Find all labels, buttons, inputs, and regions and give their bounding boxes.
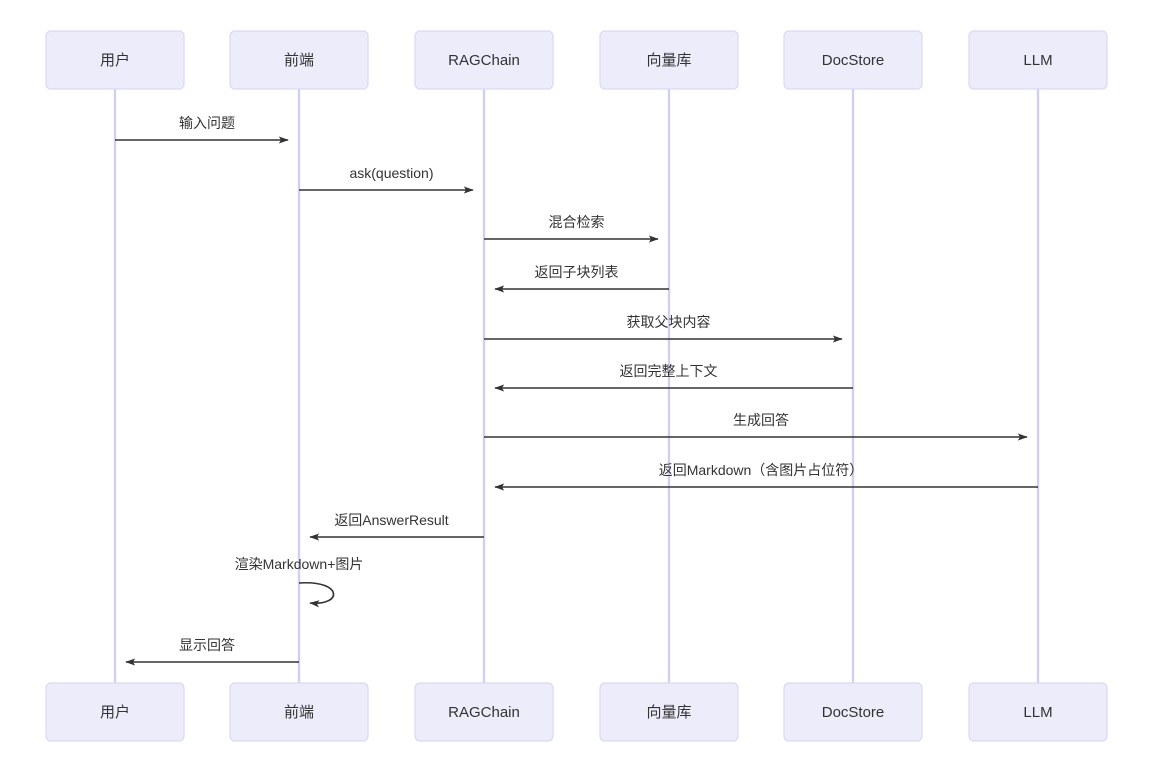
actor-box	[599, 682, 739, 742]
actor-frontend-top[interactable]: 前端	[229, 30, 369, 90]
message-m1[interactable]: 输入问题	[115, 115, 289, 144]
actor-box	[414, 30, 554, 90]
actor-box	[968, 30, 1108, 90]
message-label: ask(question)	[349, 165, 433, 181]
message-label: 返回完整上下文	[620, 363, 718, 379]
actor-box	[783, 682, 923, 742]
actor-vectordb-top[interactable]: 向量库	[599, 30, 739, 90]
message-label: 输入问题	[179, 115, 235, 131]
lifelines-layer	[113, 89, 1040, 683]
actor-ragchain-bottom[interactable]: RAGChain	[414, 682, 554, 742]
actor-box	[229, 30, 369, 90]
actor-label: RAGChain	[448, 704, 520, 721]
message-m2[interactable]: ask(question)	[299, 165, 474, 194]
actor-label: 前端	[284, 52, 314, 69]
actor-label: 用户	[100, 704, 130, 721]
self-message-arrow	[298, 582, 335, 608]
actor-ragchain-top[interactable]: RAGChain	[414, 30, 554, 90]
message-label: 返回子块列表	[535, 264, 619, 280]
actor-llm-top[interactable]: LLM	[968, 30, 1108, 90]
actors-layer: 用户用户前端前端RAGChainRAGChain向量库向量库DocStoreDo…	[45, 30, 1108, 742]
actor-label: 用户	[100, 52, 130, 69]
actor-label: DocStore	[822, 704, 885, 721]
message-m9[interactable]: 返回AnswerResult	[309, 512, 484, 541]
actor-box	[45, 682, 185, 742]
messages-layer: 输入问题 ask(question) 混合检索返回子块列表获取父块内容返回完整上下文…	[115, 115, 1038, 666]
message-m3[interactable]: 混合检索	[484, 214, 659, 243]
actor-box	[229, 682, 369, 742]
message-m7[interactable]: 生成回答	[484, 412, 1028, 441]
actor-llm-bottom[interactable]: LLM	[968, 682, 1108, 742]
message-label: 返回AnswerResult	[334, 512, 448, 528]
actor-label: LLM	[1023, 52, 1052, 69]
actor-box	[599, 30, 739, 90]
message-m4[interactable]: 返回子块列表	[494, 264, 669, 293]
message-m6[interactable]: 返回完整上下文	[494, 363, 853, 392]
message-label: 生成回答	[733, 412, 789, 428]
actor-label: LLM	[1023, 704, 1052, 721]
actor-docstore-bottom[interactable]: DocStore	[783, 682, 923, 742]
message-label: 渲染Markdown+图片	[235, 556, 364, 572]
actor-frontend-bottom[interactable]: 前端	[229, 682, 369, 742]
actor-user-bottom[interactable]: 用户	[45, 682, 185, 742]
message-label: 混合检索	[549, 214, 605, 230]
message-m10[interactable]: 渲染Markdown+图片	[235, 556, 364, 608]
actor-box	[783, 30, 923, 90]
message-label: 显示回答	[179, 637, 235, 653]
message-label: 返回Markdown（含图片占位符）	[659, 462, 864, 478]
message-m11[interactable]: 显示回答	[125, 637, 299, 666]
actor-vectordb-bottom[interactable]: 向量库	[599, 682, 739, 742]
actor-label: 前端	[284, 704, 314, 721]
message-label: 获取父块内容	[627, 314, 711, 330]
actor-label: 向量库	[646, 704, 691, 721]
actor-box	[968, 682, 1108, 742]
actor-box	[45, 30, 185, 90]
actor-user-top[interactable]: 用户	[45, 30, 185, 90]
actor-box	[414, 682, 554, 742]
actor-label: RAGChain	[448, 52, 520, 69]
actor-label: DocStore	[822, 52, 885, 69]
actor-label: 向量库	[646, 52, 691, 69]
message-m5[interactable]: 获取父块内容	[484, 314, 843, 343]
actor-docstore-top[interactable]: DocStore	[783, 30, 923, 90]
message-m8[interactable]: 返回Markdown（含图片占位符）	[494, 462, 1038, 491]
